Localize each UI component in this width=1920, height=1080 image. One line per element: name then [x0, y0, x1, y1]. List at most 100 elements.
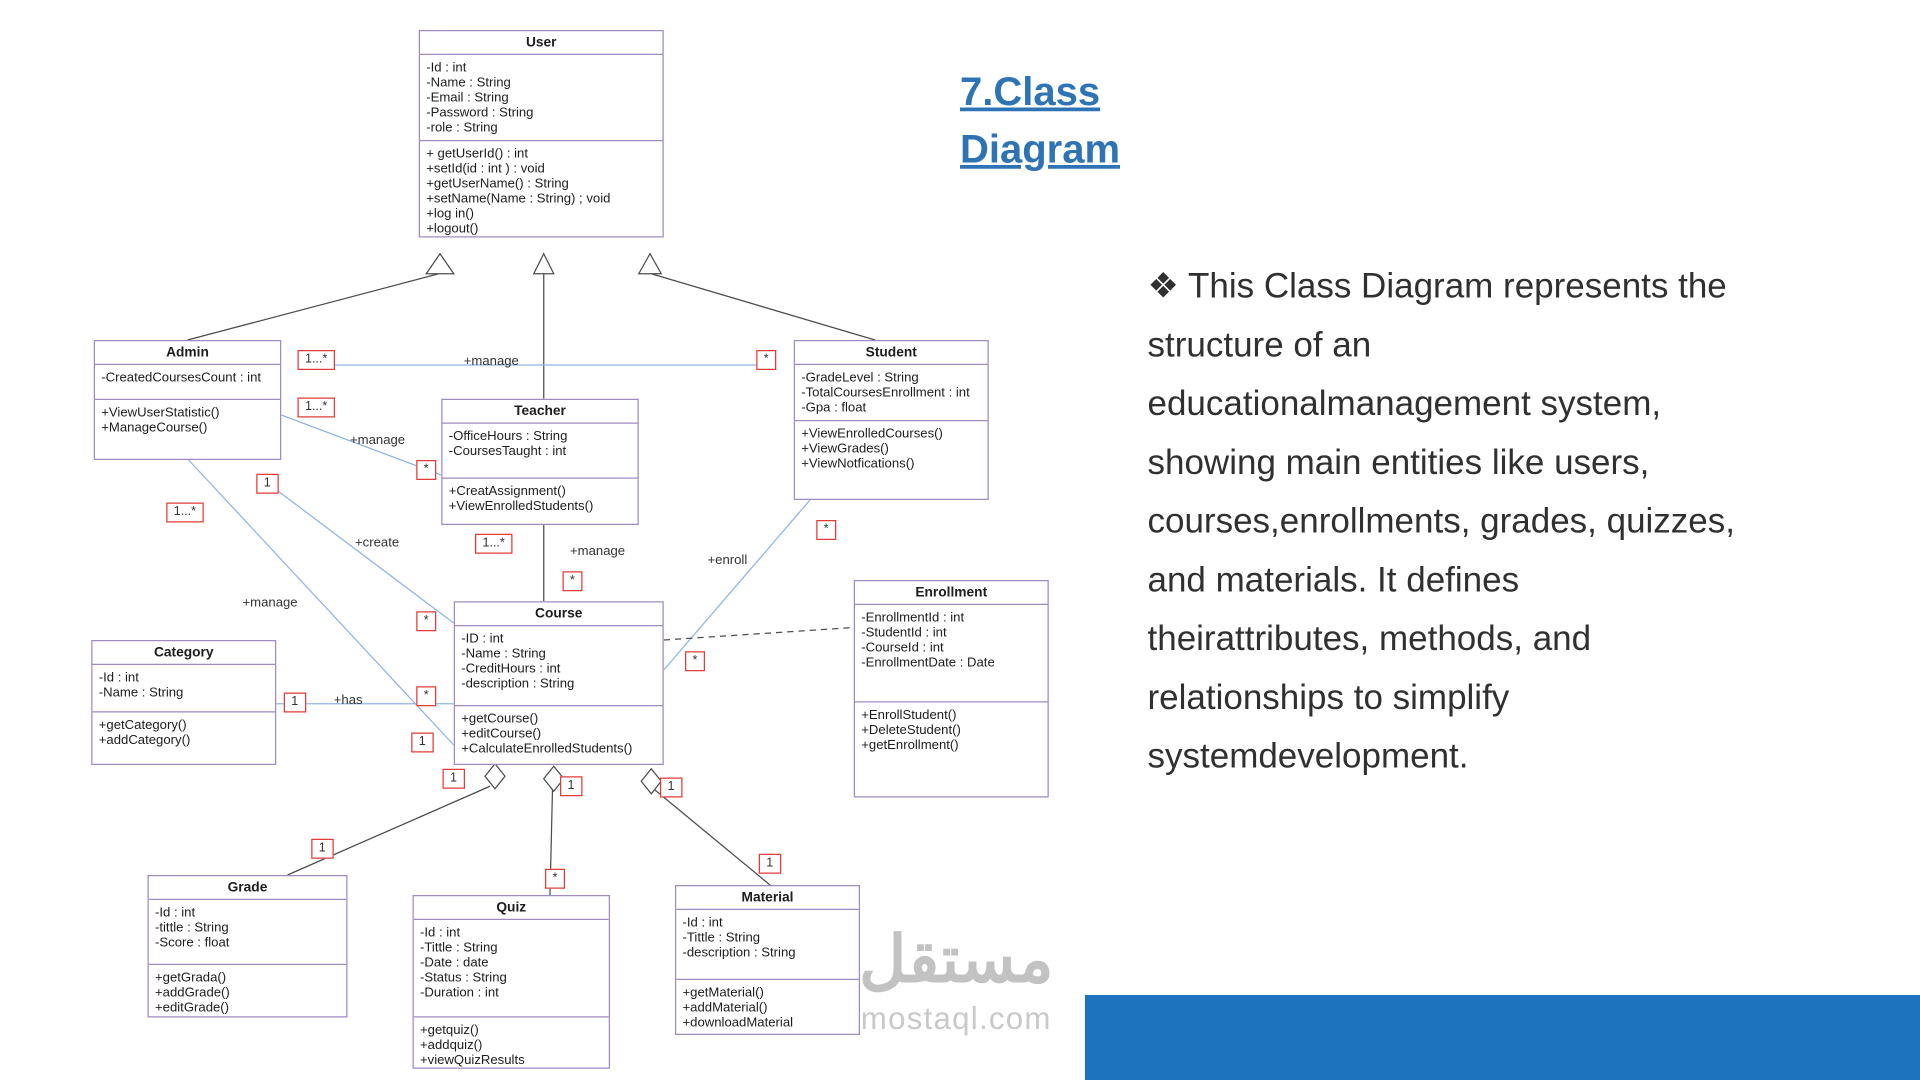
aggregation-line-course-grade — [287, 785, 491, 876]
class-attribute: -Name : String — [426, 75, 511, 90]
watermark: مستقل mostaql.com — [825, 924, 1088, 1038]
class-attribute: -StudentId : int — [861, 625, 947, 640]
multiplicity-label: 1 — [311, 838, 334, 859]
class-box-course: Course -ID : int-Name : String-CreditHou… — [453, 601, 664, 765]
class-box-material: Material -Id : int-Tittle : String-descr… — [675, 885, 860, 1035]
class-attribute: -role : String — [426, 120, 498, 135]
class-method: +CreatAssignment() — [448, 483, 566, 499]
class-attributes: -GradeLevel : String-TotalCoursesEnrollm… — [795, 365, 988, 422]
class-method: +setName(Name : String) ; void — [426, 191, 611, 207]
class-method: +getCategory() — [98, 717, 187, 733]
class-attributes: -CreatedCoursesCount : int — [95, 365, 280, 400]
aggregation-diamond-material — [640, 767, 663, 795]
class-attribute: -description : String — [461, 676, 575, 692]
association-admin-teacher-manage — [281, 414, 442, 476]
edge-label: +manage — [242, 595, 298, 610]
class-attribute: -Tittle : String — [682, 930, 761, 945]
edge-label: +manage — [463, 353, 519, 369]
multiplicity-label: * — [545, 868, 565, 889]
class-attributes: -Id : int-Tittle : String-Date : date-St… — [413, 920, 609, 1018]
class-method: +addGrade() — [155, 985, 230, 1000]
watermark-domain: mostaql.com — [860, 1001, 1052, 1037]
class-attributes: -OfficeHours : String-CoursesTaught : in… — [442, 424, 638, 479]
inheritance-arrow-teacher — [532, 252, 555, 275]
class-method: +logout() — [426, 221, 479, 237]
edge-label: +manage — [570, 543, 626, 559]
class-attribute: -Id : int — [426, 60, 467, 75]
association-admin-course-create — [274, 488, 457, 626]
class-attribute: -description : String — [682, 945, 796, 960]
multiplicity-label: 1...* — [475, 533, 513, 554]
aggregation-diamond-quiz — [542, 765, 565, 793]
multiplicity-label: 1 — [256, 473, 279, 494]
class-method: +ViewUserStatistic() — [101, 405, 220, 420]
class-methods: +ViewUserStatistic()+ManageCourse() — [95, 400, 280, 459]
class-method: + getUserId() : int — [426, 146, 529, 162]
aggregation-line-course-material — [654, 789, 771, 886]
class-method: +editGrade() — [155, 1000, 230, 1015]
class-methods: +CreatAssignment()+ViewEnrolledStudents(… — [443, 479, 638, 524]
class-method: +ViewGrades() — [801, 441, 889, 457]
class-attribute: -CourseId : int — [861, 640, 944, 655]
association-admin-course-manage — [187, 458, 455, 746]
class-methods: +getCategory()+addCategory() — [93, 713, 276, 764]
slide-title: 7.Class Diagram — [960, 63, 1120, 179]
class-box-user: User -Id : int-Name : String-Email : Str… — [418, 30, 664, 238]
class-methods: +getGrada()+addGrade()+editGrade() — [149, 965, 347, 1016]
description-line: theirattributes, methods, and — [1147, 618, 1592, 658]
class-name: Quiz — [413, 896, 609, 920]
class-method: +log in() — [426, 206, 475, 222]
class-attribute: -Score : float — [155, 935, 230, 950]
multiplicity-label: 1...* — [297, 350, 335, 370]
class-name: Student — [795, 341, 988, 365]
association-student-course-enroll — [663, 499, 811, 671]
class-name: Teacher — [442, 400, 638, 424]
class-attribute: -Id : int — [155, 905, 196, 920]
class-method: +addCategory() — [98, 732, 191, 748]
class-box-student: Student -GradeLevel : String-TotalCourse… — [793, 340, 989, 500]
class-attribute: -Password : String — [426, 105, 534, 120]
class-attribute: -Gpa : float — [801, 400, 867, 415]
aggregation-diamond-grade — [484, 762, 506, 790]
class-methods: +getMaterial()+addMaterial()+downloadMat… — [676, 980, 859, 1034]
class-box-teacher: Teacher -OfficeHours : String-CoursesTau… — [441, 398, 639, 525]
class-attribute: -Id : int — [98, 670, 139, 685]
inheritance-arrow-student — [637, 252, 663, 275]
class-methods: +getquiz()+addquiz()+viewQuizResults — [414, 1018, 609, 1068]
description-line: educationalmanagement system, — [1147, 383, 1662, 423]
multiplicity-label: * — [416, 611, 437, 632]
class-methods: +EnrollStudent()+DeleteStudent()+getEnro… — [855, 703, 1048, 797]
class-attribute: -Email : String — [426, 90, 509, 105]
class-attributes: -Id : int-tittle : String-Score : float — [148, 900, 347, 965]
class-method: +addMaterial() — [682, 1000, 768, 1015]
edge-label: +enroll — [707, 552, 748, 568]
description-line: courses,enrollments, grades, quizzes, — [1147, 501, 1736, 540]
class-method: +getquiz() — [420, 1022, 479, 1038]
multiplicity-label: 1 — [442, 768, 465, 789]
multiplicity-label: 1 — [660, 777, 682, 798]
bottom-accent-bar — [1085, 995, 1920, 1080]
class-attribute: -Id : int — [420, 925, 461, 940]
inheritance-line-admin-user — [187, 273, 439, 341]
inheritance-arrow-admin — [425, 252, 455, 275]
class-box-category: Category -Id : int-Name : String +getCat… — [91, 640, 277, 765]
class-method: +getCourse() — [461, 711, 539, 727]
inheritance-line-student-user — [651, 273, 876, 341]
multiplicity-label: 1...* — [166, 502, 204, 523]
multiplicity-label: * — [816, 520, 837, 540]
multiplicity-label: 1 — [411, 732, 434, 753]
class-box-admin: Admin -CreatedCoursesCount : int +ViewUs… — [93, 340, 282, 460]
class-method: +downloadMaterial — [682, 1015, 794, 1030]
multiplicity-label: 1 — [560, 776, 582, 797]
multiplicity-label: 1...* — [297, 397, 335, 418]
description-line: structure of an — [1147, 325, 1372, 364]
class-attribute: -CreditHours : int — [461, 661, 561, 677]
class-attribute: -ID : int — [461, 631, 504, 647]
class-attribute: -tittle : String — [155, 920, 229, 935]
class-attribute: -Status : String — [420, 970, 507, 985]
class-name: Admin — [95, 341, 280, 365]
edge-label: +create — [355, 535, 400, 550]
